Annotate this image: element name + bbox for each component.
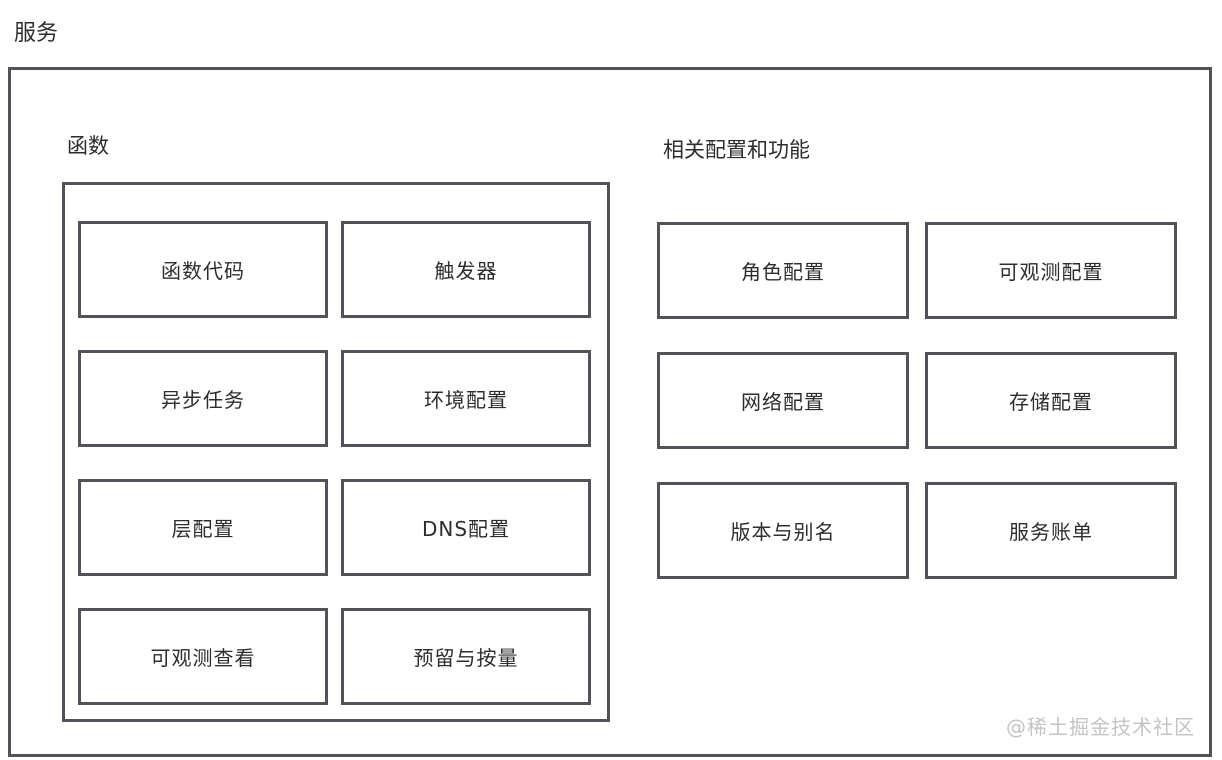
node-role-config: 角色配置 bbox=[657, 222, 909, 319]
related-config-group-label: 相关配置和功能 bbox=[663, 138, 810, 162]
node-storage-config: 存储配置 bbox=[925, 352, 1177, 449]
node-dns-config: DNS配置 bbox=[341, 479, 591, 576]
node-layer-config: 层配置 bbox=[78, 479, 328, 576]
node-version-alias: 版本与别名 bbox=[657, 482, 909, 579]
node-observability-config: 可观测配置 bbox=[925, 222, 1177, 319]
node-observability-view: 可观测查看 bbox=[78, 608, 328, 705]
watermark: @稀土掘金技术社区 bbox=[1006, 715, 1195, 739]
node-function-code: 函数代码 bbox=[78, 221, 328, 318]
related-config-grid: 角色配置 可观测配置 网络配置 存储配置 版本与别名 服务账单 bbox=[657, 222, 1177, 579]
node-env-config: 环境配置 bbox=[341, 350, 591, 447]
function-grid: 函数代码 触发器 异步任务 环境配置 层配置 DNS配置 可观测查看 预留与按量 bbox=[78, 221, 591, 705]
node-trigger: 触发器 bbox=[341, 221, 591, 318]
service-title: 服务 bbox=[14, 21, 59, 46]
function-group-box: 函数代码 触发器 异步任务 环境配置 层配置 DNS配置 可观测查看 预留与按量 bbox=[62, 182, 610, 722]
service-boundary-box: 函数 函数代码 触发器 异步任务 环境配置 层配置 DNS配置 可观测查看 预留… bbox=[8, 67, 1212, 757]
node-network-config: 网络配置 bbox=[657, 352, 909, 449]
node-async-task: 异步任务 bbox=[78, 350, 328, 447]
function-group-label: 函数 bbox=[67, 134, 109, 158]
node-reserved-on-demand: 预留与按量 bbox=[341, 608, 591, 705]
node-service-billing: 服务账单 bbox=[925, 482, 1177, 579]
